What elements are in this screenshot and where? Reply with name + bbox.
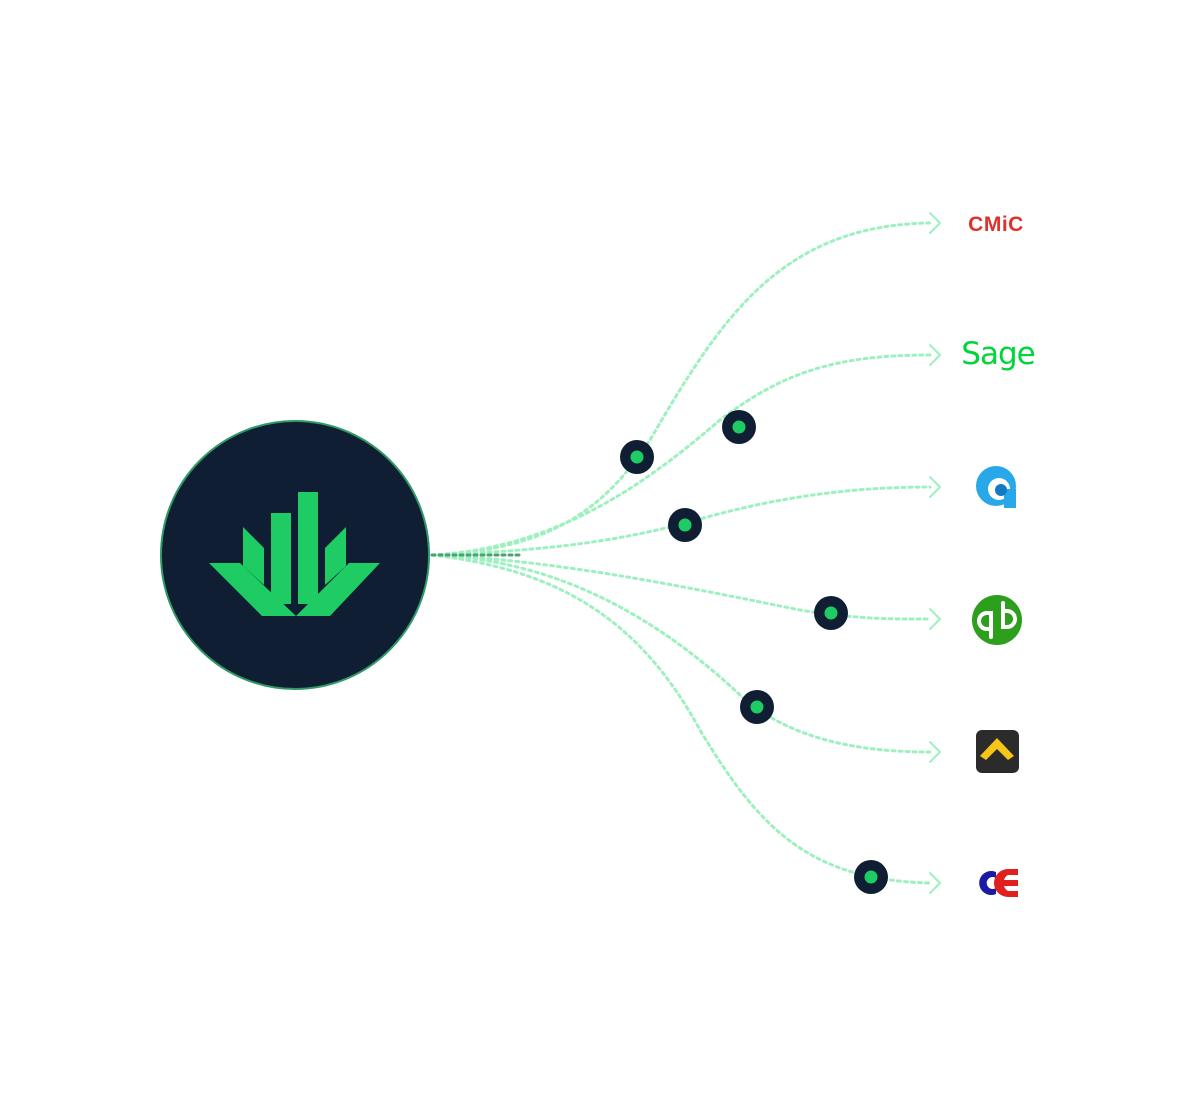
arrow-ce [929,872,941,894]
arrow-cmic [929,212,941,234]
packet-node [722,410,756,444]
arrowheads [929,212,941,894]
packet-node [740,690,774,724]
sage-logo-text: Sage [961,336,1034,372]
hub-node [160,420,430,690]
connector-cmic [430,221,932,557]
connector-sage [430,353,932,557]
packet-node [854,860,888,894]
cmic-logo-text: CMiC [968,213,1024,236]
ce-logo [979,869,1018,897]
yellow-chevron-logo [976,730,1019,773]
connector-ce [430,553,932,885]
cmic-logo: CMiC [968,213,1024,236]
connectors [430,221,932,885]
arrow-chevron [929,741,941,763]
blue-q-logo [976,466,1016,508]
arrow-blue-q [929,476,941,498]
packet-nodes [620,410,888,894]
connector-chevron [430,553,932,754]
packet-node [620,440,654,474]
chart-bars-leaf-icon [209,492,380,616]
arrow-sage [929,344,941,366]
packet-node [814,596,848,630]
quickbooks-logo [972,595,1022,645]
integration-logos: CMiC Sage [961,213,1036,897]
sage-logo: Sage [961,336,1035,372]
packet-node [668,508,702,542]
connector-quickbooks [430,553,932,621]
arrow-quickbooks [929,608,941,630]
